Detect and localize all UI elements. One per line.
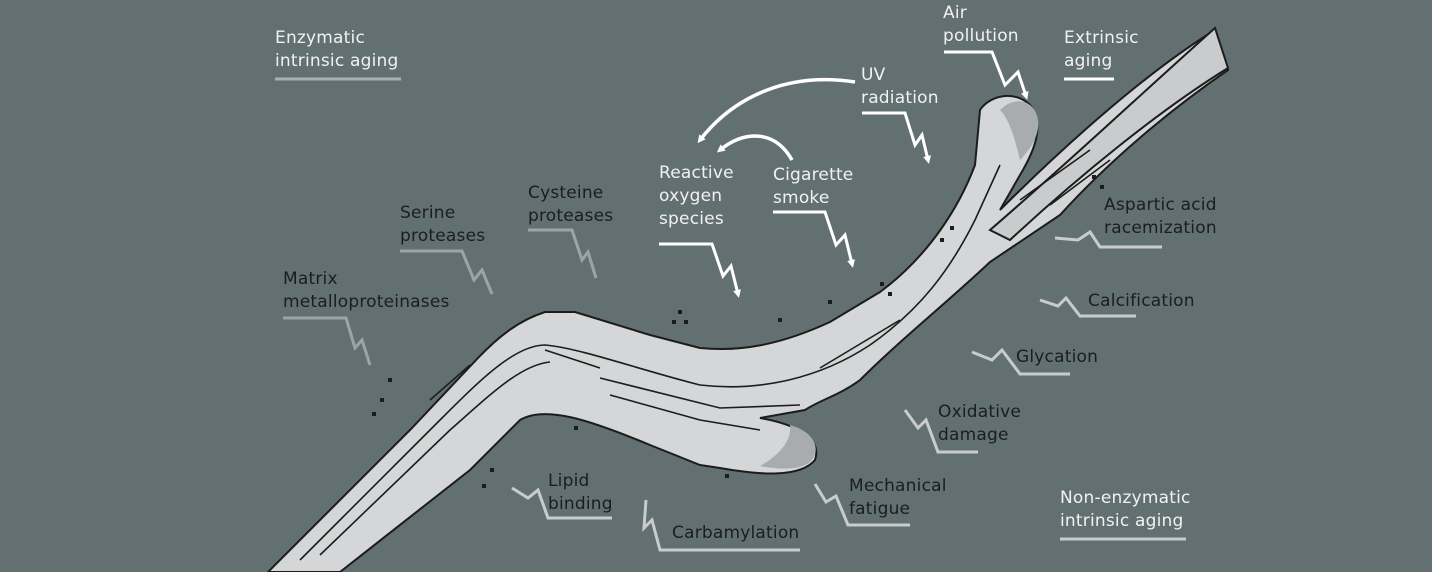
label-air-pollution: Air pollution	[943, 2, 1019, 48]
label-aspartic-acid-racemization: Aspartic acid racemization	[1104, 194, 1217, 240]
label-oxidative-damage: Oxidative damage	[938, 401, 1021, 447]
label-cigarette-smoke: Cigarette smoke	[773, 164, 853, 210]
label-extrinsic-aging: Extrinsic aging	[1064, 27, 1139, 73]
cigarette-lightning-arrow-icon	[773, 212, 852, 264]
uv-lightning-arrow-icon	[862, 113, 928, 160]
label-carbamylation: Carbamylation	[672, 522, 799, 545]
label-enzymatic-intrinsic-aging: Enzymatic intrinsic aging	[275, 27, 398, 73]
label-matrix-metalloproteinases: Matrix metalloproteinases	[283, 268, 450, 314]
label-lipid-binding: Lipid binding	[548, 470, 613, 516]
air-pollution-lightning-arrow-icon	[944, 52, 1026, 96]
label-serine-proteases: Serine proteases	[400, 202, 485, 248]
cigarette-to-ros-curved-arrow-icon	[720, 136, 792, 160]
ros-lightning-arrow-icon	[659, 244, 738, 294]
label-mechanical-fatigue: Mechanical fatigue	[849, 475, 947, 521]
label-cysteine-proteases: Cysteine proteases	[528, 182, 613, 228]
label-uv-radiation: UV radiation	[861, 64, 939, 110]
label-glycation: Glycation	[1016, 346, 1098, 369]
label-reactive-oxygen-species: Reactive oxygen species	[659, 162, 734, 231]
uv-to-ros-curved-arrow-icon	[700, 80, 855, 140]
label-non-enzymatic-intrinsic-aging: Non-enzymatic intrinsic aging	[1060, 487, 1191, 533]
cysteine-lightning-arrow-icon	[528, 230, 596, 278]
mmp-lightning-arrow-icon	[283, 318, 370, 365]
label-calcification: Calcification	[1088, 290, 1195, 313]
